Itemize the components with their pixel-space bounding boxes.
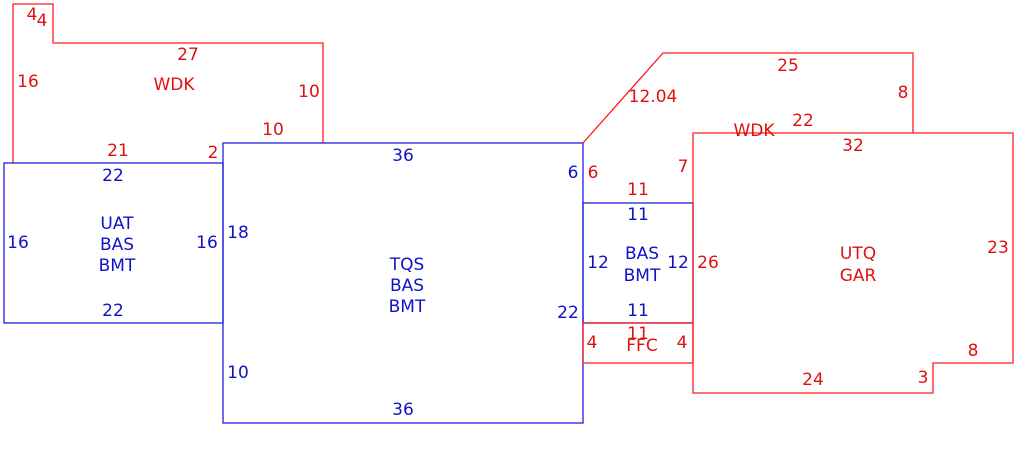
area-name: WDK [733, 121, 775, 141]
dim-label: 22 [792, 111, 814, 131]
dim-label: 36 [392, 146, 414, 166]
dim-label: 18 [227, 223, 249, 243]
area-name: WDK [153, 75, 195, 95]
dim-label: 12.04 [629, 87, 678, 107]
dim-label: 27 [177, 45, 199, 65]
area-name-line: BMT [624, 266, 661, 286]
dim-label: 36 [392, 400, 414, 420]
dim-label: 4 [587, 333, 598, 353]
area-name-line: BMT [389, 297, 426, 317]
dim-label: 7 [678, 157, 689, 177]
dim-label: 10 [298, 82, 320, 102]
area-name: FFC [626, 336, 657, 356]
dim-label: 22 [557, 303, 579, 323]
area-name-line: BAS [625, 244, 659, 264]
area-name-line: GAR [840, 266, 877, 286]
dim-label: 12 [587, 253, 609, 273]
dim-label: 16 [196, 233, 218, 253]
dim-label: 8 [898, 83, 909, 103]
dim-label: 10 [262, 120, 284, 140]
area-name-line: TQS [389, 255, 425, 275]
dim-label: 11 [627, 205, 649, 225]
wdk-left-outline [12, 3, 324, 163]
area-name-line: UTQ [840, 244, 876, 264]
dim-label: 10 [227, 363, 249, 383]
area-name-line: BAS [100, 235, 134, 255]
dim-label: 6 [588, 163, 599, 183]
dim-label: 22 [102, 301, 124, 321]
dim-label: 4 [677, 333, 688, 353]
dim-label: 2 [208, 143, 219, 163]
dim-label: 24 [802, 370, 824, 390]
area-name-line: BAS [390, 276, 424, 296]
dim-label: 16 [17, 72, 39, 92]
dim-label: 8 [968, 341, 979, 361]
dim-label: 12 [667, 253, 689, 273]
dim-label: 25 [777, 56, 799, 76]
utq-outline [692, 132, 1014, 394]
dim-label: 4 [27, 5, 38, 25]
dim-label: 3 [918, 368, 929, 388]
dim-label: 11 [627, 301, 649, 321]
dim-label: 26 [697, 253, 719, 273]
dim-label: 22 [102, 166, 124, 186]
dim-label: 23 [987, 238, 1009, 258]
dim-label: 32 [842, 136, 864, 156]
dim-label: 4 [37, 11, 48, 31]
area-name-line: BMT [99, 256, 136, 276]
dim-label: 6 [568, 163, 579, 183]
dim-label: 11 [627, 180, 649, 200]
dim-label: 11 [627, 324, 649, 344]
area-name-line: UAT [100, 214, 134, 234]
dim-label: 16 [7, 233, 29, 253]
wdk-right-outline [582, 52, 914, 144]
dim-label: 21 [107, 141, 129, 161]
ffc-outline [582, 322, 694, 364]
